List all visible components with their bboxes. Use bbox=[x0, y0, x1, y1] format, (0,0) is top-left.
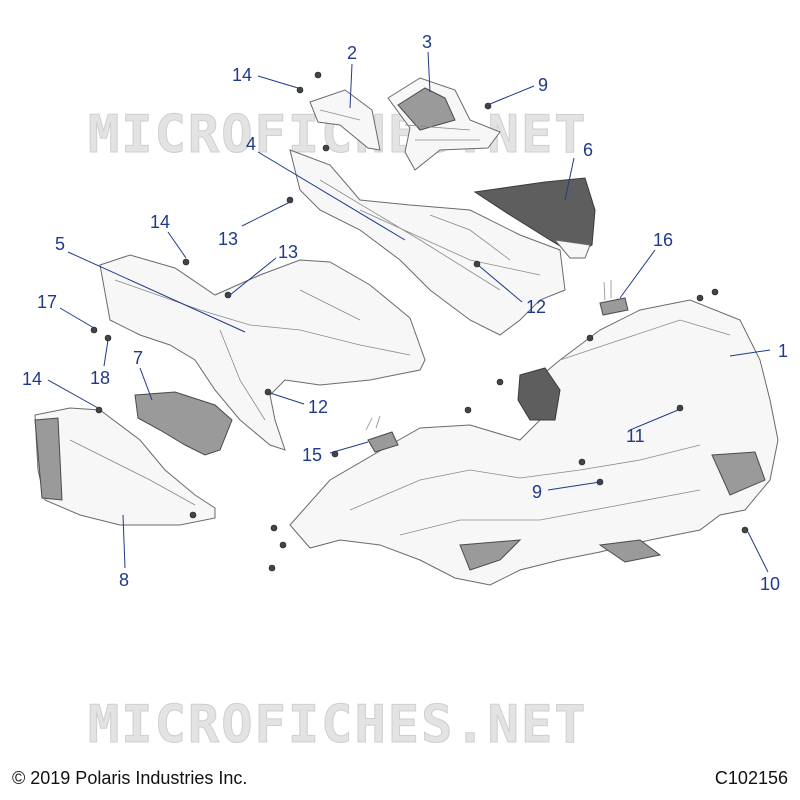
callout-3: 3 bbox=[422, 32, 432, 52]
callout-10: 10 bbox=[760, 574, 780, 594]
part-5-side-body bbox=[99, 254, 426, 451]
part-3-console bbox=[387, 77, 501, 171]
callout-9-top: 9 bbox=[538, 75, 548, 95]
part-8-side-panel bbox=[34, 407, 216, 526]
callout-12-lower: 12 bbox=[308, 397, 328, 417]
callout-4: 4 bbox=[246, 134, 256, 154]
leader-lines bbox=[47, 51, 771, 573]
part-15-bracket bbox=[365, 415, 399, 453]
callout-14-middle: 14 bbox=[150, 212, 170, 232]
fasteners bbox=[90, 71, 749, 572]
callout-8: 8 bbox=[119, 570, 129, 590]
callouts: 1 2 3 4 5 6 7 8 9 9 10 11 12 12 13 13 14… bbox=[22, 32, 788, 594]
callout-11: 11 bbox=[626, 426, 645, 446]
callout-13-upper: 13 bbox=[218, 229, 238, 249]
part-2-panel bbox=[309, 89, 381, 151]
part-16-clip bbox=[599, 280, 629, 316]
part-1-front-fender bbox=[289, 299, 779, 586]
callout-1: 1 bbox=[778, 341, 788, 361]
part-4-center-body bbox=[289, 149, 566, 336]
callout-13-lower: 13 bbox=[278, 242, 298, 262]
copyright-text: © 2019 Polaris Industries Inc. bbox=[12, 768, 248, 788]
callout-14-left: 14 bbox=[22, 369, 42, 389]
callout-17: 17 bbox=[37, 292, 57, 312]
callout-5: 5 bbox=[55, 234, 65, 254]
callout-16: 16 bbox=[653, 230, 673, 250]
callout-15: 15 bbox=[302, 445, 322, 465]
drawing-id-text: C102156 bbox=[714, 768, 788, 788]
callout-7: 7 bbox=[133, 348, 143, 368]
part-6-shield bbox=[473, 177, 596, 259]
callout-14-top: 14 bbox=[232, 65, 252, 85]
part-7-panel bbox=[134, 391, 233, 456]
callout-2: 2 bbox=[347, 43, 357, 63]
callout-6: 6 bbox=[583, 140, 593, 160]
callout-18: 18 bbox=[90, 368, 110, 388]
watermark-bottom: MICROFICHES.NET bbox=[88, 695, 588, 755]
callout-12-upper: 12 bbox=[526, 297, 546, 317]
callout-9-lower: 9 bbox=[532, 482, 542, 502]
